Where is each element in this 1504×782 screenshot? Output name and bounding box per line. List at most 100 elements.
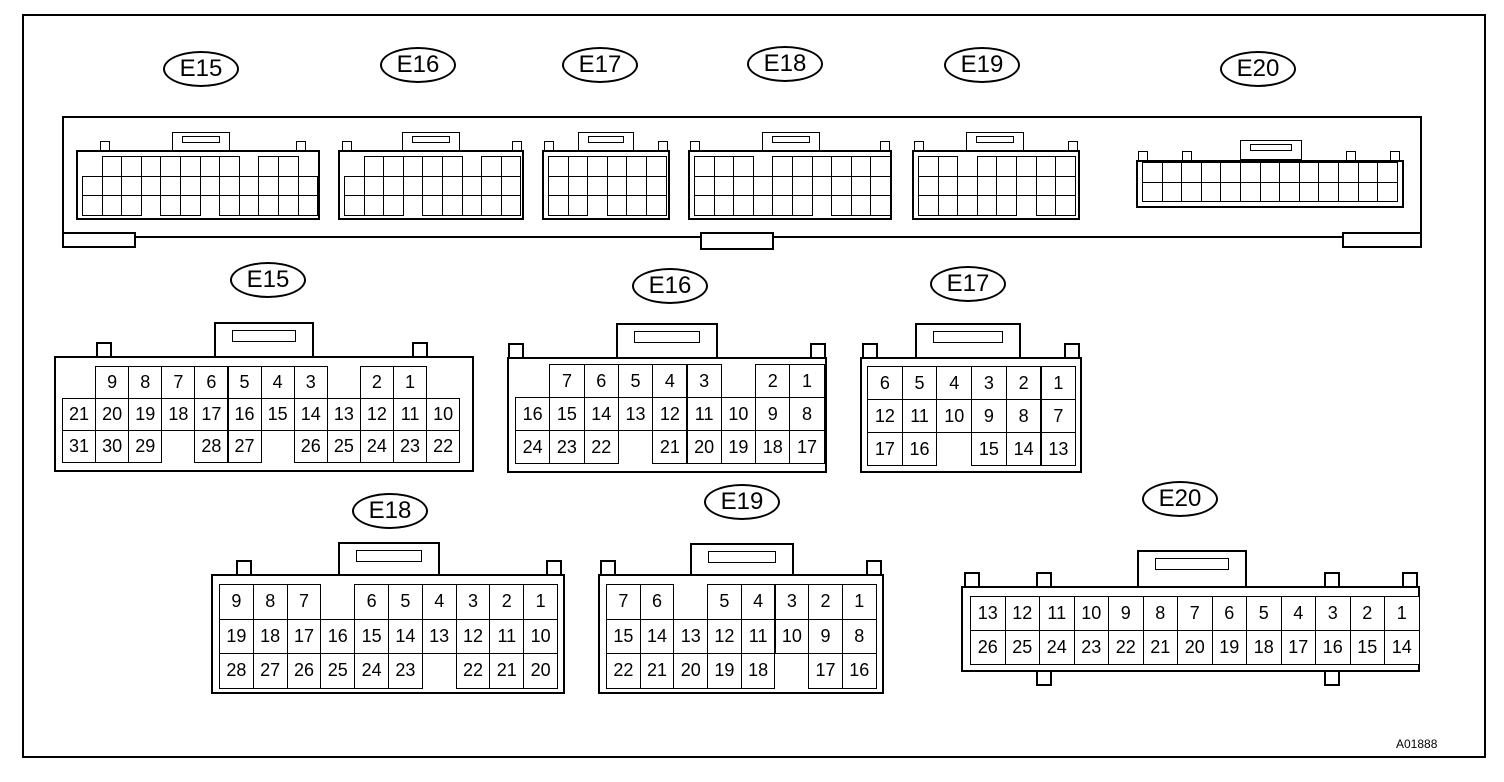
pin-cavity: 5 xyxy=(707,584,742,620)
pin-cavity: 5 xyxy=(617,364,654,398)
pin-cavity: 24 xyxy=(354,653,389,689)
pin-cavity: 12 xyxy=(652,397,688,431)
pin-cavity: 4 xyxy=(260,366,295,399)
mini-pin-cavity xyxy=(180,175,201,196)
pin-cavity: 9 xyxy=(755,397,791,431)
pin-cavity: 11 xyxy=(489,618,525,654)
pin-cavity: 10 xyxy=(1073,596,1109,631)
connector-label-e16: E16 xyxy=(632,268,708,304)
mini-pin-cavity xyxy=(548,175,569,196)
pin-cavity: 6 xyxy=(583,364,619,398)
pin-cavity: 22 xyxy=(1108,630,1144,665)
connector-label-text: E15 xyxy=(246,266,290,293)
mini-pin-cavity xyxy=(238,195,260,216)
mini-pin-cavity xyxy=(402,156,424,177)
mini-pin-cavity xyxy=(792,156,813,177)
pin-cavity: 19 xyxy=(219,618,254,654)
pin-cavity: 26 xyxy=(970,630,1006,665)
pin-cavity: 18 xyxy=(1246,630,1282,665)
pin-cavity: 10 xyxy=(774,618,810,654)
pin-cavity: 14 xyxy=(293,398,328,431)
pin-cavity: 29 xyxy=(128,430,163,463)
mini-pin-cavity xyxy=(278,175,299,196)
pin-cavity: 25 xyxy=(1004,630,1040,665)
pin-cavity: 20 xyxy=(1177,630,1213,665)
mini-pin-cavity xyxy=(850,156,872,177)
pin-cavity: 22 xyxy=(455,653,491,689)
mini-pin-cavity xyxy=(996,156,1017,177)
mini-pin-cavity xyxy=(694,156,715,177)
pin-cavity: 21 xyxy=(489,653,525,689)
diagram-frame xyxy=(22,14,1486,758)
pin-cavity: 10 xyxy=(936,399,973,433)
housing-foot-right xyxy=(1342,232,1422,248)
pin-cavity: 19 xyxy=(720,430,757,464)
mini-pin-cavity xyxy=(1318,162,1339,183)
pin-cavity: 26 xyxy=(293,430,328,463)
mini-pin-cavity xyxy=(1377,162,1398,183)
mini-pin-cavity xyxy=(297,195,319,216)
mini-pin-cavity xyxy=(870,175,891,196)
pin-cavity: 15 xyxy=(606,618,641,654)
mini-pin-cavity xyxy=(219,156,240,177)
mini-pin-cavity xyxy=(363,175,385,196)
pin-cavity: 13 xyxy=(1040,432,1077,466)
mini-pin-cavity xyxy=(918,175,939,196)
pin-cavity: 28 xyxy=(194,430,229,463)
top-label-e20: E20 xyxy=(1220,51,1296,87)
pin-cavity: 8 xyxy=(128,366,163,399)
mini-pin-cavity xyxy=(831,195,852,216)
mini-pin-cavity xyxy=(442,175,463,196)
connector-label-text: E18 xyxy=(368,497,412,524)
mini-pin-cavity xyxy=(199,175,221,196)
pin-cavity: 17 xyxy=(286,618,322,654)
pin-cavity: 17 xyxy=(1280,630,1316,665)
pin-cavity: 8 xyxy=(789,397,825,431)
pin-cavity: 6 xyxy=(194,366,229,399)
pin-cavity: 14 xyxy=(583,397,619,431)
mini-connector-latch-slot xyxy=(1250,144,1292,151)
mini-pin-cavity xyxy=(937,175,959,196)
mini-pin-cavity xyxy=(1377,181,1398,202)
mini-pin-cavity xyxy=(1279,162,1300,183)
pin-cavity: 16 xyxy=(515,397,551,431)
pin-cavity: 15 xyxy=(260,398,295,431)
pin-cavity: 17 xyxy=(867,432,903,466)
pin-cavity: 1 xyxy=(1040,366,1077,400)
pin-cavity: 4 xyxy=(936,366,973,400)
mini-pin-cavity xyxy=(121,175,142,196)
pin-cavity: 14 xyxy=(1005,432,1042,466)
pin-cavity: 26 xyxy=(286,653,322,689)
mini-pin-cavity xyxy=(606,156,628,177)
pin-cavity: 20 xyxy=(523,653,558,689)
pin-cavity: 23 xyxy=(549,430,585,464)
pin-cavity: 7 xyxy=(1177,596,1213,631)
mini-pin-cavity xyxy=(1016,156,1037,177)
pin-cavity: 12 xyxy=(867,399,903,433)
pin-cavity: 13 xyxy=(421,618,457,654)
pin-cavity: 2 xyxy=(755,364,791,398)
mini-pin-cavity xyxy=(1016,175,1037,196)
mini-pin-cavity xyxy=(180,156,201,177)
pin-cavity: 11 xyxy=(393,398,428,431)
mini-pin-cavity xyxy=(548,156,569,177)
mini-pin-cavity xyxy=(626,156,647,177)
pin-cavity: 5 xyxy=(901,366,938,400)
pin-cavity: 6 xyxy=(867,366,903,400)
mini-pin-cavity xyxy=(1161,181,1183,202)
mini-pin-cavity xyxy=(219,175,240,196)
pin-cavity: 23 xyxy=(393,430,428,463)
pin-cavity: 21 xyxy=(639,653,675,689)
pin-cavity: 9 xyxy=(808,618,843,654)
pin-cavity: 5 xyxy=(227,366,262,399)
mini-pin-cavity xyxy=(587,156,608,177)
pin-cavity: 2 xyxy=(1349,596,1385,631)
pin-cavity: 8 xyxy=(252,584,288,620)
mini-pin-cavity xyxy=(1357,181,1379,202)
pin-cavity: 22 xyxy=(426,430,461,463)
mini-pin-cavity xyxy=(976,156,998,177)
mini-pin-cavity xyxy=(1220,181,1241,202)
mini-pin-cavity xyxy=(1240,181,1261,202)
mini-pin-cavity xyxy=(606,175,628,196)
connector-label-e15: E15 xyxy=(230,262,306,298)
